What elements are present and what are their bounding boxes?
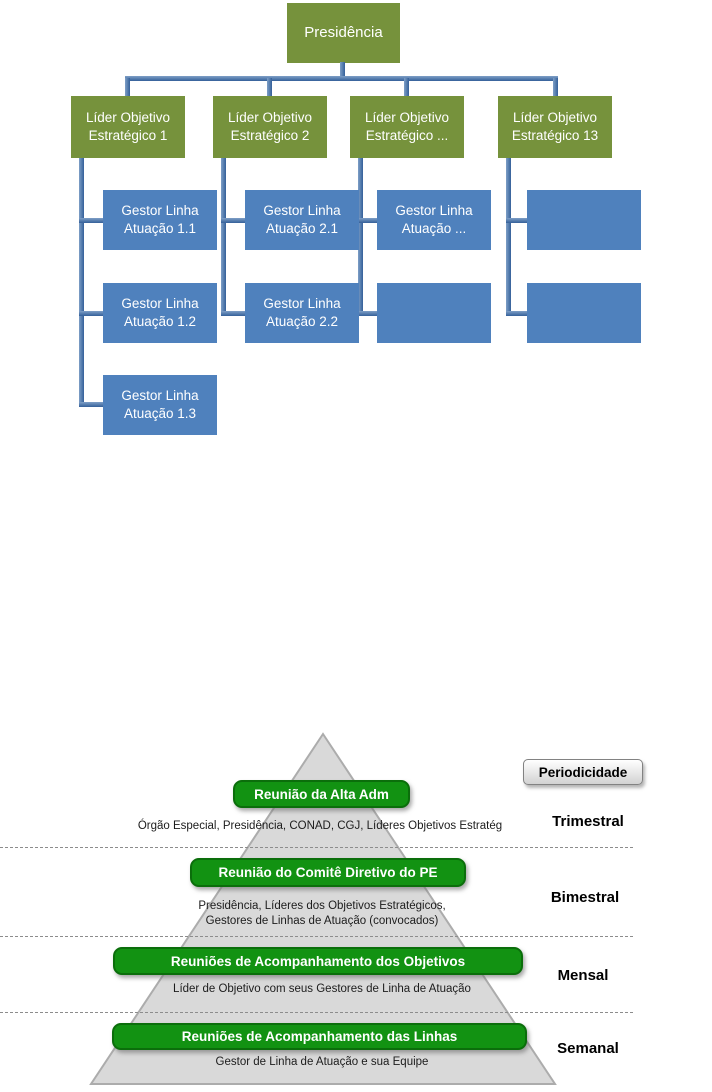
org-manager-box-3-2 [377,283,491,343]
connector-leader1-stub [125,78,130,96]
connector-elbow-4-2 [506,311,527,316]
meeting-bar-comite-diretivo: Reunião do Comitê Diretivo do PE [190,858,466,887]
connector-rail [125,76,558,81]
level-divider-3 [0,1012,633,1013]
org-leader-box-2: Líder Objetivo Estratégico 2 [213,96,327,158]
participants-level-1: Órgão Especial, Presidência, CONAD, CGJ,… [137,820,503,832]
connector-elbow-2-2 [221,311,245,316]
org-manager-box-1-3: Gestor Linha Atuação 1.3 [103,375,217,435]
org-manager-box-1-2: Gestor Linha Atuação 1.2 [103,283,217,343]
meeting-bar-acompanhamento-linhas: Reuniões de Acompanhamento das Linhas [112,1023,527,1050]
connector-elbow-1-1 [79,218,103,223]
connector-elbow-2-1 [221,218,245,223]
org-leader-box-4: Líder Objetivo Estratégico 13 [498,96,612,158]
connector-elbow-3-1 [358,218,377,223]
org-manager-box-3-1: Gestor Linha Atuação ... [377,190,491,250]
periodicity-trimestral: Trimestral [552,813,624,830]
connector-leader2-stub [267,78,272,96]
meeting-bar-acompanhamento-objetivos: Reuniões de Acompanhamento dos Objetivos [113,947,523,975]
org-leader-box-3: Líder Objetivo Estratégico ... [350,96,464,158]
connector-drop-col1 [79,158,84,407]
level-divider-1 [0,847,633,848]
org-root-box: Presidência [287,3,400,63]
periodicity-mensal: Mensal [557,967,609,984]
participants-level-3: Líder de Objetivo com seus Gestores de L… [173,983,471,995]
org-manager-box-4-1 [527,190,641,250]
connector-elbow-4-1 [506,218,527,223]
connector-leader4-stub [553,78,558,96]
level-divider-2 [0,936,633,937]
connector-leader3-stub [404,78,409,96]
connector-elbow-3-2 [358,311,377,316]
participants-level-2: Presidência, Líderes dos Objetivos Estra… [198,900,446,928]
connector-drop-col4 [506,158,511,316]
connector-drop-col2 [221,158,226,316]
org-manager-box-2-1: Gestor Linha Atuação 2.1 [245,190,359,250]
participants-level-4: Gestor de Linha de Atuação e sua Equipe [215,1056,429,1068]
org-manager-box-1-1: Gestor Linha Atuação 1.1 [103,190,217,250]
periodicity-semanal: Semanal [557,1040,619,1057]
meeting-bar-alta-adm: Reunião da Alta Adm [233,780,410,808]
org-leader-box-1: Líder Objetivo Estratégico 1 [71,96,185,158]
periodicidade-header-button: Periodicidade [523,759,643,785]
connector-drop-col3 [358,158,363,316]
org-manager-box-4-2 [527,283,641,343]
connector-elbow-1-2 [79,311,103,316]
periodicity-bimestral: Bimestral [550,889,620,906]
pyramid-triangle [89,732,557,1085]
connector-root-stub [340,62,345,78]
connector-elbow-1-3 [79,402,103,407]
org-manager-box-2-2: Gestor Linha Atuação 2.2 [245,283,359,343]
